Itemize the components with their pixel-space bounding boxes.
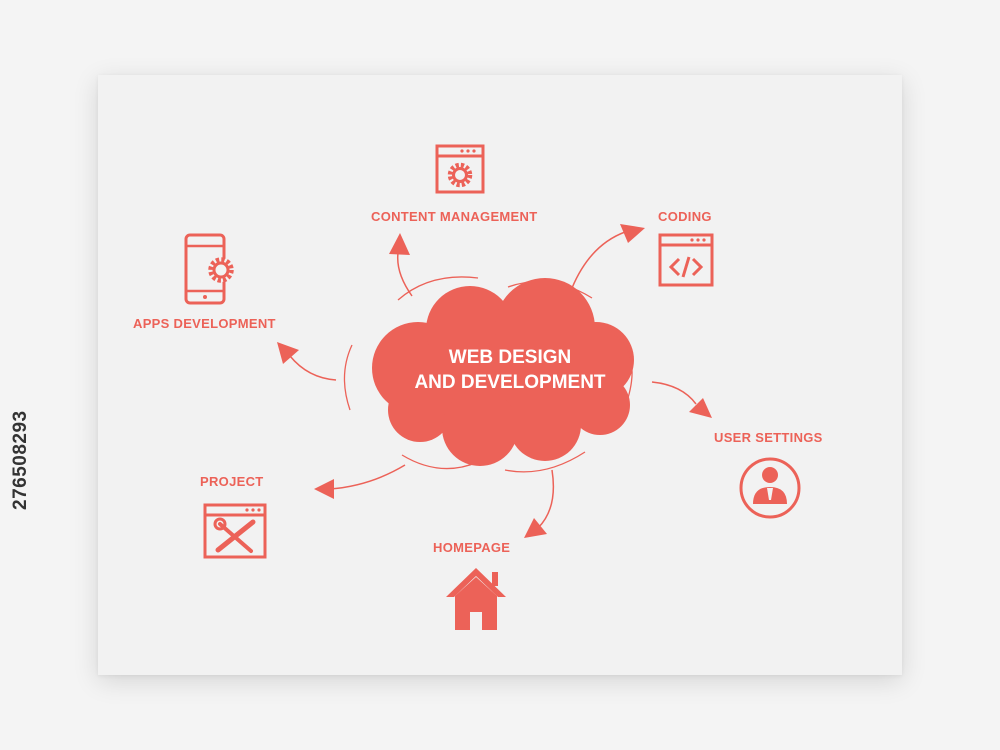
center-title: WEB DESIGN AND DEVELOPMENT: [380, 345, 640, 395]
arrowhead-user-settings: [689, 398, 712, 418]
gear-window-icon: [435, 144, 485, 194]
center-title-line1: WEB DESIGN: [448, 347, 572, 368]
arrow-to-apps-development: [289, 355, 337, 381]
cloud-shape: [372, 278, 634, 466]
arrowhead-content-management: [389, 233, 410, 255]
arrowhead-homepage: [524, 518, 547, 538]
side-id-text: 276508293: [10, 410, 31, 510]
arrow-to-project: [329, 464, 406, 490]
apps-development-label: APPS DEVELOPMENT: [133, 316, 276, 331]
arrow-to-homepage: [537, 469, 555, 529]
homepage-label: HOMEPAGE: [433, 540, 511, 555]
arrowhead-apps-development: [277, 342, 299, 364]
code-window-icon: [658, 233, 714, 287]
center-title-line2: AND DEVELOPMENT: [414, 372, 606, 393]
tools-window-icon: [203, 503, 267, 559]
content-management-label: CONTENT MANAGEMENT: [371, 209, 538, 224]
user-circle-icon: [739, 457, 801, 519]
arrow-to-coding: [571, 231, 626, 289]
house-icon: [446, 568, 506, 630]
arrowhead-project: [314, 479, 334, 499]
arrowhead-coding: [620, 224, 645, 243]
project-label: PROJECT: [200, 474, 264, 489]
arrow-to-user-settings: [651, 381, 697, 405]
cloud-outline-arcs: [343, 276, 633, 473]
coding-label: CODING: [658, 209, 712, 224]
user-settings-label: USER SETTINGS: [714, 430, 823, 445]
phone-gear-icon: [184, 233, 234, 305]
